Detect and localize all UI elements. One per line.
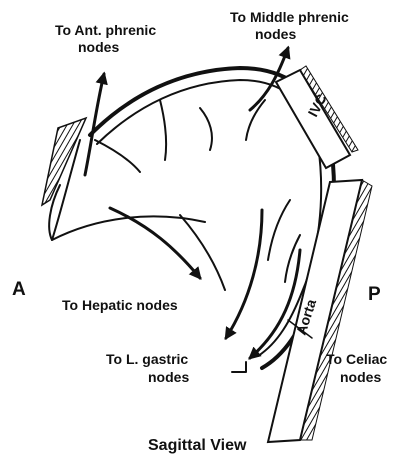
anterior-chest-wall: [42, 118, 86, 205]
label-l-gastric-line2: nodes: [148, 369, 189, 385]
label-ant-phrenic-line1: To Ant. phrenic: [55, 22, 156, 38]
label-posterior: P: [368, 284, 381, 305]
arrow-l-gastric: [226, 210, 262, 338]
figure-caption: Sagittal View: [148, 437, 247, 454]
label-middle-phrenic-line2: nodes: [255, 26, 296, 42]
label-l-gastric-line1: To L. gastric: [106, 351, 188, 367]
lymphatic-branches: [95, 100, 300, 290]
label-ant-phrenic-line2: nodes: [78, 39, 119, 55]
label-celiac-line2: nodes: [340, 369, 381, 385]
label-middle-phrenic-line1: To Middle phrenic: [230, 9, 349, 25]
label-anterior: A: [12, 279, 26, 300]
label-hepatic: To Hepatic nodes: [62, 297, 178, 313]
label-celiac-line1: To Celiac: [326, 351, 387, 367]
